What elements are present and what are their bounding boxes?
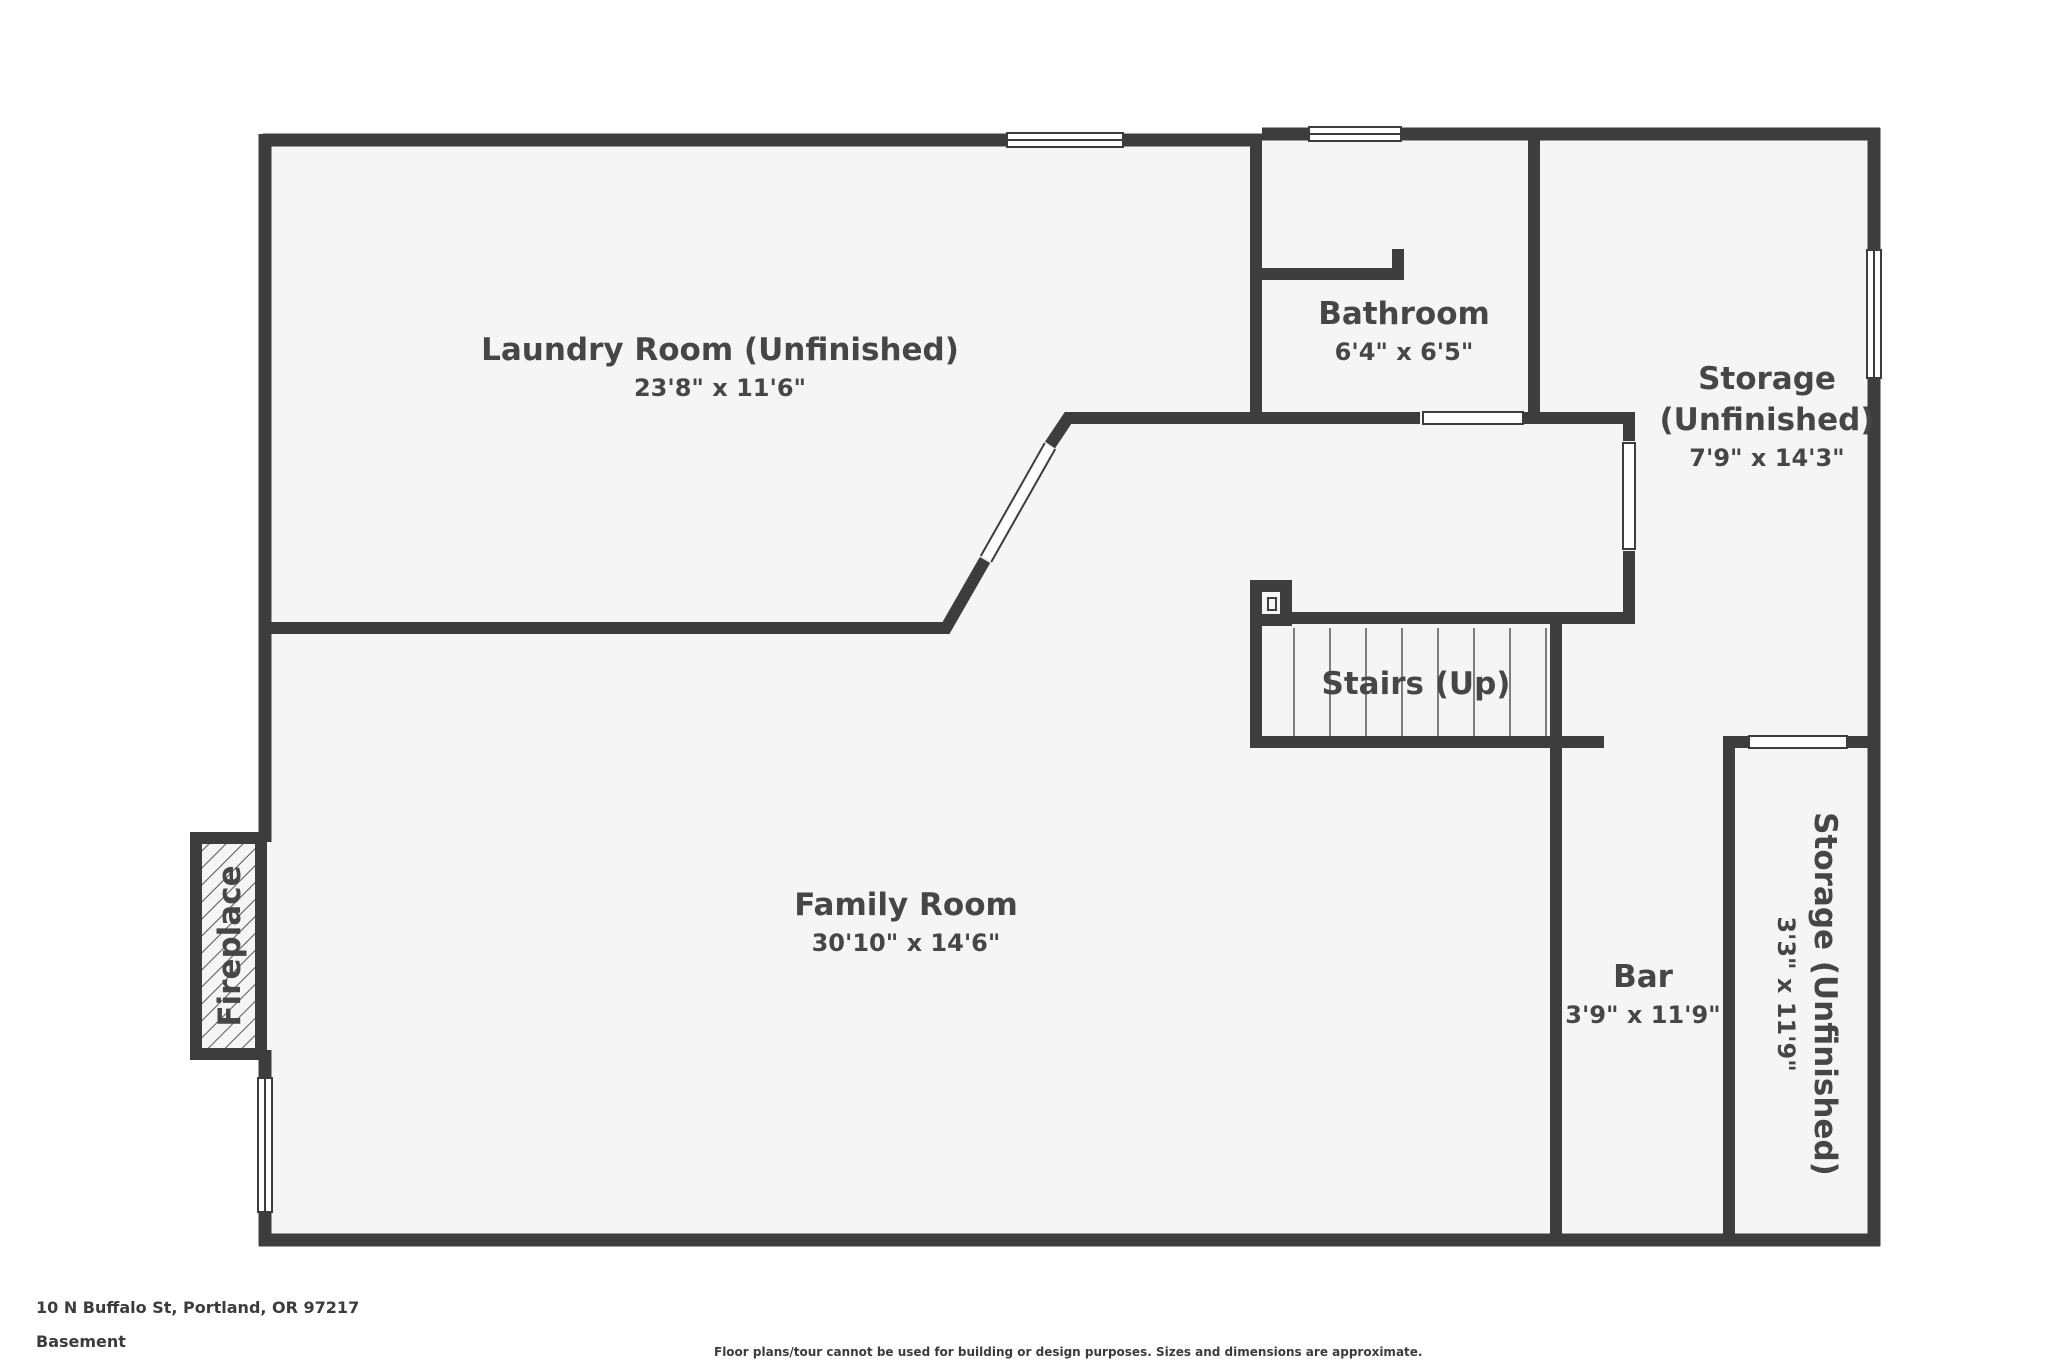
- storage-small-name: Storage (Unfinished): [1807, 812, 1843, 1176]
- fireplace: Fireplace: [190, 832, 267, 1060]
- disclaimer-text: Floor plans/tour cannot be used for buil…: [714, 1345, 1423, 1359]
- floor-label: Basement: [36, 1332, 126, 1351]
- fireplace-label: Fireplace: [212, 865, 248, 1026]
- storage-main-dims: 7'9" x 14'3": [1689, 444, 1844, 472]
- doorway-angled: [979, 442, 1057, 563]
- bar-dims: 3'9" x 11'9": [1565, 1001, 1720, 1029]
- storage-small-dims: 3'3" x 11'9": [1772, 916, 1800, 1071]
- storage-main-name-line2: (Unfinished): [1660, 402, 1875, 438]
- family-room-name: Family Room: [794, 887, 1018, 923]
- bathroom-name: Bathroom: [1318, 296, 1490, 332]
- bar-name: Bar: [1613, 959, 1674, 995]
- family-room-dims: 30'10" x 14'6": [812, 929, 1001, 957]
- storage-main-name-line1: Storage: [1698, 361, 1836, 397]
- stairs-name: Stairs (Up): [1322, 666, 1511, 702]
- laundry-room-name: Laundry Room (Unfinished): [481, 332, 959, 368]
- windows: [257, 126, 1882, 1213]
- floor-area: [265, 140, 1872, 1238]
- bathroom-dims: 6'4" x 6'5": [1335, 338, 1474, 366]
- stairs: [1262, 597, 1548, 736]
- laundry-room-dims: 23'8" x 11'6": [634, 374, 806, 402]
- room-labels: Laundry Room (Unfinished) 23'8" x 11'6" …: [481, 296, 1874, 1176]
- address-text: 10 N Buffalo St, Portland, OR 97217: [36, 1298, 360, 1317]
